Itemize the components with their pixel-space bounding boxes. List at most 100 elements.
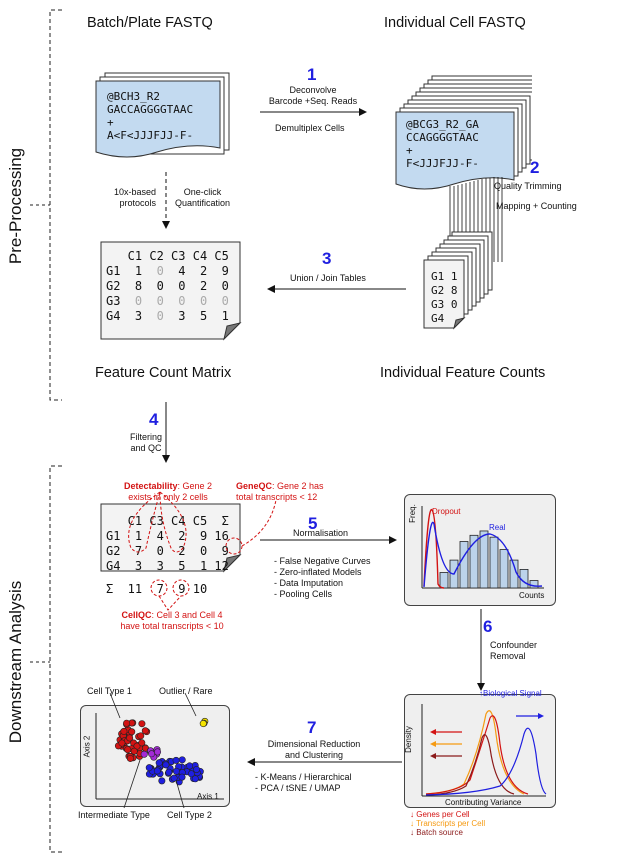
table-row: G4 3 0 3 5 1 bbox=[106, 309, 229, 324]
histogram-bar bbox=[499, 549, 509, 589]
step-text: Filtering bbox=[129, 432, 162, 442]
cell-type-2-point bbox=[153, 767, 161, 775]
table-row: G3 0 0 0 0 0 bbox=[106, 294, 229, 309]
count-row: G2 8 bbox=[431, 284, 458, 297]
feature-counts-stack bbox=[423, 231, 493, 330]
confounder-chart bbox=[421, 704, 547, 797]
annotation-bold: Detectability bbox=[123, 481, 178, 491]
sum-cell: 10 bbox=[185, 582, 208, 596]
outlier-point bbox=[199, 720, 207, 728]
step-2-label-2: Mapping + Counting bbox=[496, 201, 577, 211]
header-cell: C2 bbox=[142, 249, 164, 263]
fastq-line: @BCG3_R2_GA bbox=[406, 118, 479, 131]
table-cell: 0 bbox=[207, 294, 229, 308]
annotation-line: exists in only 2 cells bbox=[128, 492, 208, 502]
step-text: Barcode +Seq. Reads bbox=[268, 96, 358, 106]
step-2-label-1: Quality Trimming bbox=[494, 181, 562, 191]
cell-type-1-point bbox=[138, 739, 146, 747]
cell-type-2-point bbox=[158, 777, 166, 785]
table-cell: 16 bbox=[207, 529, 229, 543]
label-cell-type-1: Cell Type 1 bbox=[87, 686, 132, 696]
batch-fastq-title: Batch/Plate FASTQ bbox=[87, 15, 213, 31]
confounder-legend: ↓ Genes per Cell ↓ Transcripts per Cell … bbox=[410, 810, 485, 837]
cell-type-2-point bbox=[162, 761, 170, 769]
annotation-text: : Gene 2 has bbox=[272, 481, 324, 491]
qc-sums-row: Σ 11 7 9 10 bbox=[106, 582, 207, 597]
count-row: G1 1 bbox=[431, 270, 458, 283]
normalisation-chart bbox=[421, 506, 544, 589]
real-label: Real bbox=[489, 523, 506, 532]
cell-type-2-point bbox=[170, 774, 178, 782]
step-1-number: 1 bbox=[307, 65, 317, 84]
table-cell: 4 bbox=[142, 529, 164, 543]
header-cell: C4 bbox=[185, 249, 208, 263]
table-cell: 3 bbox=[142, 559, 164, 573]
table-cell: 2 bbox=[163, 544, 186, 558]
table-cell: 5 bbox=[163, 559, 186, 573]
individual-fastq-title: Individual Cell FASTQ bbox=[384, 15, 526, 31]
step-text: and Clustering bbox=[284, 750, 344, 760]
step-6-label: Confounder Removal bbox=[490, 640, 537, 662]
cell-type-1-point bbox=[118, 739, 126, 747]
feature-matrix-title: Feature Count Matrix bbox=[95, 365, 232, 381]
table-row: G1 1 4 2 9 16 bbox=[106, 529, 229, 544]
histogram-bar bbox=[459, 541, 469, 589]
label-cell-type-2: Cell Type 2 bbox=[167, 810, 212, 820]
annotation-text: : Cell 3 and Cell 4 bbox=[151, 610, 223, 620]
histogram-bar bbox=[479, 530, 489, 589]
sum-label: Σ bbox=[106, 582, 121, 596]
table-cell: 0 bbox=[185, 294, 208, 308]
table-cell: 2 bbox=[185, 279, 208, 293]
header-cell: C3 bbox=[163, 249, 186, 263]
table-cell: 0 bbox=[142, 279, 164, 293]
side-text: Quantification bbox=[175, 198, 231, 208]
table-cell: 3 bbox=[120, 309, 143, 323]
table-cell: 4 bbox=[163, 264, 186, 278]
cell-type-2-point bbox=[172, 756, 180, 764]
label-intermediate: Intermediate Type bbox=[78, 810, 150, 820]
table-cell: 5 bbox=[185, 309, 208, 323]
cell-type-1-point bbox=[130, 747, 138, 755]
histogram-bar bbox=[509, 559, 519, 589]
step-text: Dimensional Reduction bbox=[267, 739, 361, 749]
header-cell: C1 bbox=[120, 514, 143, 528]
dropout-label: Dropout bbox=[432, 507, 461, 516]
step-4-number: 4 bbox=[149, 410, 159, 429]
step-3-label: Union / Join Tables bbox=[290, 273, 366, 283]
count-row: G4 bbox=[431, 312, 445, 325]
annotation-bold: GeneQC bbox=[236, 481, 273, 491]
header-cell: C5 bbox=[185, 514, 208, 528]
table-cell: G3 bbox=[106, 294, 121, 308]
table-cell: 9 bbox=[207, 264, 229, 278]
legend-batch: ↓ Batch source bbox=[410, 828, 463, 837]
table-cell: 0 bbox=[163, 294, 186, 308]
table-cell: 2 bbox=[185, 264, 208, 278]
table-cell: 3 bbox=[120, 559, 143, 573]
side-text: protocols bbox=[119, 198, 157, 208]
table-cell: 0 bbox=[120, 294, 143, 308]
cell-type-1-point bbox=[137, 732, 145, 740]
cell-type-2-point bbox=[191, 775, 199, 783]
cell-type-1-point bbox=[124, 746, 132, 754]
cell-type-2-point bbox=[178, 773, 186, 781]
fastq-line: GACCAGGGGTAAC bbox=[107, 103, 194, 116]
table-cell: 0 bbox=[163, 279, 186, 293]
cell-type-1-point bbox=[126, 754, 134, 762]
step-5-number: 5 bbox=[308, 514, 318, 533]
table-cell: 7 bbox=[120, 544, 143, 558]
cell-type-1-point bbox=[120, 727, 128, 735]
confounder-panel: ↑Biological Signal Density Contributing … bbox=[404, 689, 556, 808]
fastq-line: CCAGGGGTAAC bbox=[406, 131, 479, 144]
side-text: 10x-based bbox=[114, 187, 157, 197]
annotation-line: CellQC: Cell 3 and Cell 4 bbox=[110, 610, 234, 621]
qc-matrix-document bbox=[100, 503, 242, 573]
cell-type-2-point bbox=[155, 759, 163, 767]
label-outlier: Outlier / Rare bbox=[159, 686, 213, 696]
cell-fastq-stack bbox=[395, 75, 532, 262]
table-cell: 8 bbox=[120, 279, 143, 293]
cell-type-1-point bbox=[123, 719, 131, 727]
method-item: - Zero-inflated Models bbox=[274, 567, 362, 577]
